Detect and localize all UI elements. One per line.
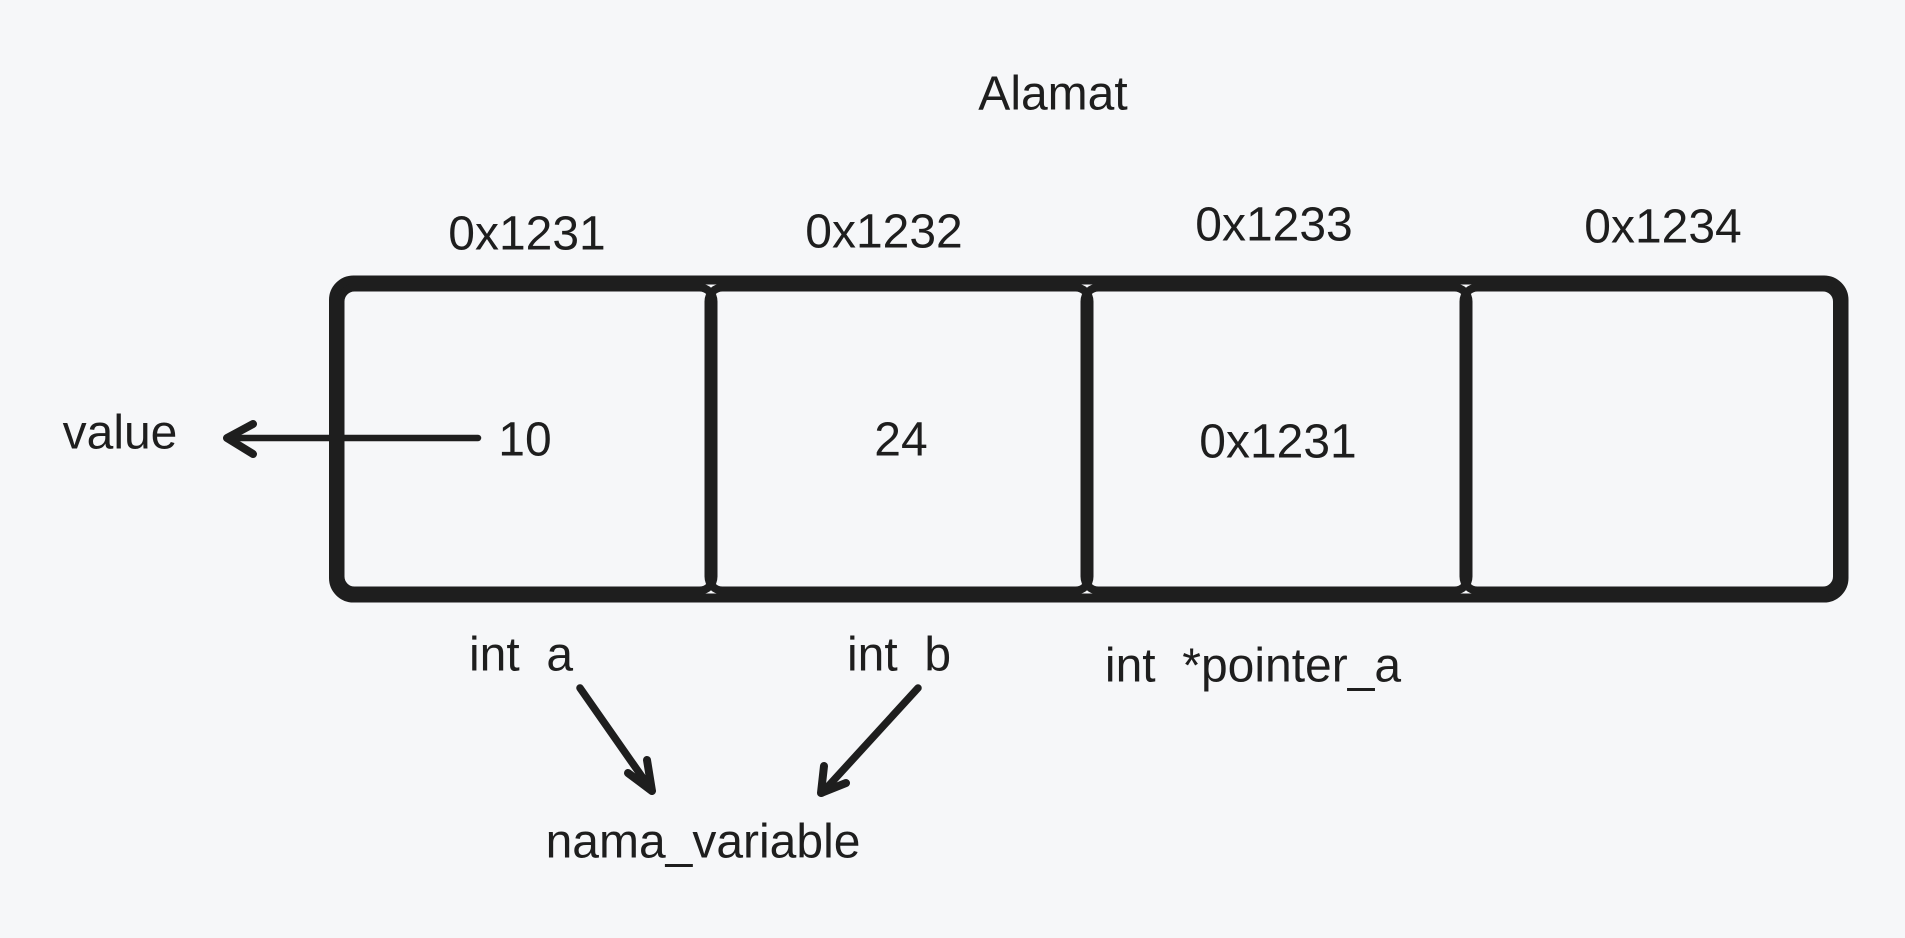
- address-label-1: 0x1232: [805, 205, 963, 259]
- variable-label-0: int a: [468, 628, 574, 682]
- arrow-b-shaft: [818, 684, 922, 797]
- address-label-2: 0x1233: [1195, 198, 1353, 252]
- variable-label-2: int *pointer_a: [1104, 639, 1402, 693]
- arrow-int-a-to-nama-variable: [576, 684, 656, 795]
- address-label-0: 0x1231: [448, 207, 606, 261]
- nama-variable-label: nama_variable: [545, 815, 861, 869]
- cell-value-1: 24: [874, 413, 928, 467]
- cell-value-2: 0x1231: [1199, 415, 1357, 469]
- variable-label-1: int b: [846, 628, 952, 682]
- memory-cell-box-2: [1080, 283, 1473, 595]
- value-label: value: [62, 406, 178, 460]
- address-label-3: 0x1234: [1584, 200, 1742, 254]
- value-arrow: [223, 420, 482, 458]
- diagram-title: Alamat: [978, 67, 1128, 121]
- memory-cell-box-1: [704, 283, 1094, 595]
- arrow-b-head-icon: [817, 762, 850, 797]
- value-arrow-head-icon: [223, 420, 257, 458]
- cell-value-0: 10: [498, 413, 552, 467]
- arrow-a-shaft: [576, 684, 656, 795]
- arrow-a-head-icon: [624, 756, 656, 795]
- arrow-int-b-to-nama-variable: [817, 684, 922, 797]
- memory-cell-box-3: [1459, 283, 1841, 595]
